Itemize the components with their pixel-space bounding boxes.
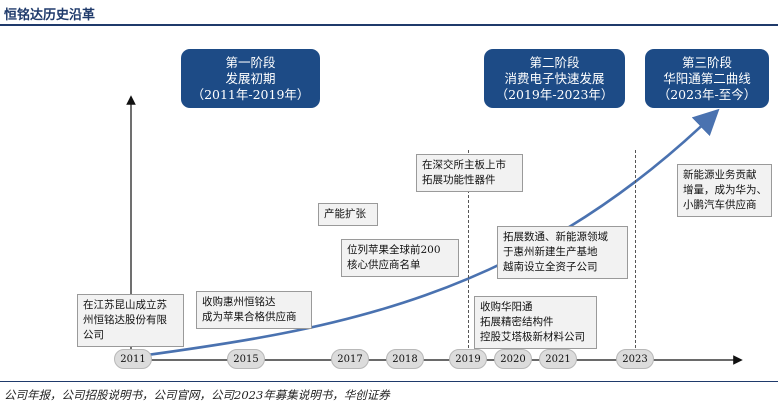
milestone-2021-line-3: 控股艾塔极新材料公司: [480, 331, 585, 343]
phase-3-line-2: 华阳通第二曲线: [663, 71, 751, 86]
title-divider: [0, 24, 778, 26]
milestone-2015-line-2: 成为苹果合格供应商: [202, 311, 297, 323]
milestone-2020-line-1: 拓展数通、新能源领域: [503, 231, 608, 243]
milestone-2017: 产能扩张: [318, 203, 378, 226]
milestone-2021-line-1: 收购华阳通: [480, 301, 533, 313]
milestone-2023-line-3: 小鹏汽车供应商: [683, 199, 757, 211]
phase-1-line-2: 发展初期: [225, 71, 276, 86]
page-title: 恒铭达历史沿革: [4, 8, 96, 23]
phase-2-line-2: 消费电子快速发展: [504, 71, 605, 86]
phase-2-box: 第二阶段 消费电子快速发展 （2019年-2023年）: [484, 49, 625, 108]
milestone-2015-line-1: 收购惠州恒铭达: [202, 296, 276, 308]
milestone-2019: 在深交所主板上市 拓展功能性器件: [416, 154, 523, 192]
milestone-2018-line-1: 位列苹果全球前200: [347, 244, 441, 256]
milestone-2018-line-2: 核心供应商名单: [347, 259, 421, 271]
phase-3-line-3: （2023年-至今）: [657, 87, 757, 102]
milestone-2023: 新能源业务贡献 增量，成为华为、 小鹏汽车供应商: [677, 164, 772, 217]
milestone-2011: 在江苏昆山成立苏 州恒铭达股份有限 公司: [77, 294, 184, 347]
year-node-2018: 2018: [386, 349, 424, 369]
milestone-2011-line-3: 公司: [83, 329, 104, 341]
phase-divider-2019: [468, 150, 469, 348]
phase-1-line-1: 第一阶段: [225, 55, 276, 70]
year-node-2021: 2021: [539, 349, 577, 369]
milestone-2015: 收购惠州恒铭达 成为苹果合格供应商: [196, 291, 312, 329]
milestone-2019-line-1: 在深交所主板上市: [422, 159, 506, 171]
phase-1-box: 第一阶段 发展初期 （2011年-2019年）: [181, 49, 320, 108]
phase-1-line-3: （2011年-2019年）: [191, 87, 310, 102]
year-node-2011: 2011: [114, 349, 152, 369]
milestone-2021: 收购华阳通 拓展精密结构件 控股艾塔极新材料公司: [474, 296, 597, 349]
milestone-2021-line-2: 拓展精密结构件: [480, 316, 554, 328]
year-node-2019: 2019: [449, 349, 487, 369]
milestone-2019-line-2: 拓展功能性器件: [422, 174, 496, 186]
source-divider: [0, 381, 778, 382]
milestone-2023-line-1: 新能源业务贡献: [683, 169, 757, 181]
phase-3-box: 第三阶段 华阳通第二曲线 （2023年-至今）: [645, 49, 769, 108]
milestone-2020: 拓展数通、新能源领域 于惠州新建生产基地 越南设立全资子公司: [497, 226, 628, 279]
milestone-2020-line-2: 于惠州新建生产基地: [503, 246, 598, 258]
milestone-2023-line-2: 增量，成为华为、: [683, 184, 767, 196]
phase-2-line-3: （2019年-2023年）: [495, 87, 614, 102]
growth-curve: [139, 108, 720, 358]
year-node-2017: 2017: [331, 349, 369, 369]
milestone-2020-line-3: 越南设立全资子公司: [503, 261, 598, 273]
milestone-2017-line-1: 产能扩张: [324, 208, 366, 220]
milestone-2011-line-1: 在江苏昆山成立苏: [83, 299, 167, 311]
phase-2-line-1: 第二阶段: [529, 55, 580, 70]
phase-3-line-1: 第三阶段: [681, 55, 732, 70]
milestone-2018: 位列苹果全球前200 核心供应商名单: [341, 239, 459, 277]
year-node-2020: 2020: [494, 349, 532, 369]
source-note: 公司年报，公司招股说明书，公司官网，公司2023年募集说明书，华创证券: [4, 388, 390, 402]
phase-divider-2023: [635, 150, 636, 348]
year-node-2023: 2023: [616, 349, 654, 369]
year-node-2015: 2015: [227, 349, 265, 369]
milestone-2011-line-2: 州恒铭达股份有限: [83, 314, 167, 326]
